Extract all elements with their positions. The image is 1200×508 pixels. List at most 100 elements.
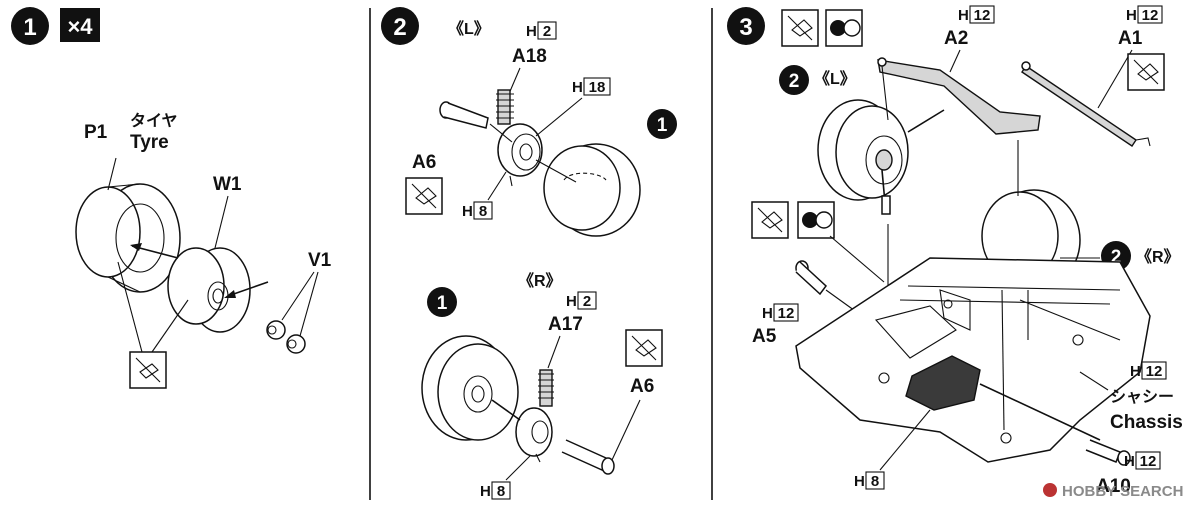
h-prefix-8-left: H	[462, 203, 473, 220]
knuckle-right	[515, 369, 554, 463]
screwdriver-icon-left	[405, 177, 443, 215]
wheel-assembly-left	[817, 99, 909, 215]
screw-a5	[795, 260, 828, 296]
h-box-bottom	[865, 471, 885, 490]
leader-h18	[535, 97, 583, 137]
multiplier-text: ×4	[67, 14, 93, 39]
step-2-badge	[381, 7, 419, 45]
part-a6-label-left: A6	[412, 152, 436, 173]
leader-a17	[547, 335, 561, 369]
watermark-text: HOBBY SEARCH	[1062, 483, 1183, 500]
step-ref-1-left: 1	[657, 115, 668, 136]
h-box-a1	[1137, 5, 1163, 24]
step-3-left-tag: 《L》	[814, 70, 856, 88]
screw-l-guide	[489, 123, 513, 143]
arrow-knuckle-to-tyre-left	[535, 159, 577, 183]
leader-a6-right	[611, 399, 641, 461]
step-1-number: 1	[23, 14, 36, 41]
step-2-panel: 2 《L》 H 2 A18 H 18 A6 H	[381, 7, 677, 500]
h-box-18	[583, 77, 611, 96]
leader-p1	[107, 157, 117, 191]
step-1-panel: 1 ×4 P1 タイヤ Tyre W1 V1	[11, 7, 332, 389]
h-box-a5	[773, 303, 799, 322]
tyre-right-step2	[421, 335, 519, 441]
h-box-a17-text: 2	[583, 293, 591, 310]
h-box-chassis-text: 12	[1146, 363, 1163, 380]
arrow-head-1	[130, 243, 142, 251]
part-a1-label: A1	[1118, 28, 1143, 49]
chassis-motor-block	[905, 355, 981, 411]
pin-v1-a	[266, 320, 286, 340]
screw-a6-right	[561, 439, 615, 475]
h-prefix-18: H	[572, 79, 583, 96]
step-2-left-tag: 《L》	[448, 20, 490, 38]
tyre-jp-label: タイヤ	[130, 112, 178, 130]
guide-chassis-v	[1001, 289, 1005, 431]
screw-a6-left	[439, 101, 489, 129]
h-prefix-a2: H	[958, 7, 969, 24]
step-3-panel: 3 H 12 A2 H 12 A1	[727, 5, 1183, 497]
h-prefix-bottom: H	[854, 473, 865, 490]
step-1-badge	[11, 7, 49, 45]
h-box-a2-text: 12	[974, 7, 991, 24]
leader-h8-right	[505, 455, 531, 481]
tyre-en-label: Tyre	[130, 132, 169, 153]
step-2-right-tag: 《R》	[518, 272, 562, 290]
step-3-number: 3	[739, 14, 752, 41]
leader-a1	[1097, 49, 1133, 109]
screwdriver-icon-a1	[1127, 53, 1165, 91]
h-box-a17	[577, 291, 597, 310]
step-ref-2-left: 2	[789, 71, 800, 92]
part-a5-label: A5	[752, 326, 777, 347]
leader-v1-a	[281, 271, 315, 321]
step-ref-2-right: 2	[1111, 247, 1122, 268]
arm-a2	[877, 57, 1041, 135]
knuckle-left	[496, 89, 543, 187]
leader-chassis	[1079, 371, 1109, 391]
step-3-right-tag: 《R》	[1136, 248, 1180, 266]
h-box-18-text: 18	[589, 79, 606, 96]
screw-a10	[1085, 439, 1131, 466]
glue-icon	[129, 351, 167, 389]
step-3-badge	[727, 7, 765, 45]
part-a17-label: A17	[548, 314, 583, 335]
h-prefix-a17: H	[566, 293, 577, 310]
pin-code-label: V1	[308, 250, 332, 271]
tyre-left-step2	[543, 143, 641, 237]
h-prefix-a5: H	[762, 305, 773, 322]
h-prefix-a1: H	[1126, 7, 1137, 24]
tyre-code-label: P1	[84, 122, 108, 143]
screwdriver-icon-mid	[751, 201, 789, 239]
paint-dots-icon-mid	[797, 201, 835, 239]
leader-a2	[949, 49, 961, 73]
leader-glue-wheel	[151, 299, 189, 353]
leader-bottom-h8	[879, 409, 931, 471]
step-ref-2-badge-left	[779, 65, 809, 95]
step-ref-1-right: 1	[437, 293, 448, 314]
h-box-a10-text: 12	[1140, 453, 1157, 470]
part-a10-label: A10	[1096, 476, 1131, 497]
h-box-8-right	[491, 481, 511, 500]
watermark: HOBBY SEARCH	[1043, 483, 1183, 500]
h-box-a10	[1135, 451, 1161, 470]
h-box-8-right-text: 8	[497, 483, 505, 500]
screwdriver-icon-right	[625, 329, 663, 367]
arrow-to-left-wheel	[907, 109, 945, 133]
multiplier-badge	[60, 8, 100, 42]
leader-mid-icons	[829, 235, 885, 283]
h-box-chassis	[1141, 361, 1167, 380]
h-prefix-chassis: H	[1130, 363, 1141, 380]
chassis-jp-label: シャシー	[1110, 389, 1174, 406]
h-prefix-a10: H	[1124, 453, 1135, 470]
leader-w1	[213, 195, 229, 253]
part-a6-label-right: A6	[630, 376, 654, 397]
h-box-a18	[537, 21, 557, 40]
h-prefix-a18: H	[526, 23, 537, 40]
leader-h8-left	[487, 171, 507, 201]
step-ref-1-badge-right	[427, 287, 457, 317]
h-box-bottom-text: 8	[871, 473, 879, 490]
rod-a1	[1021, 61, 1151, 147]
h-box-a2	[969, 5, 995, 24]
chassis-body	[795, 257, 1151, 463]
